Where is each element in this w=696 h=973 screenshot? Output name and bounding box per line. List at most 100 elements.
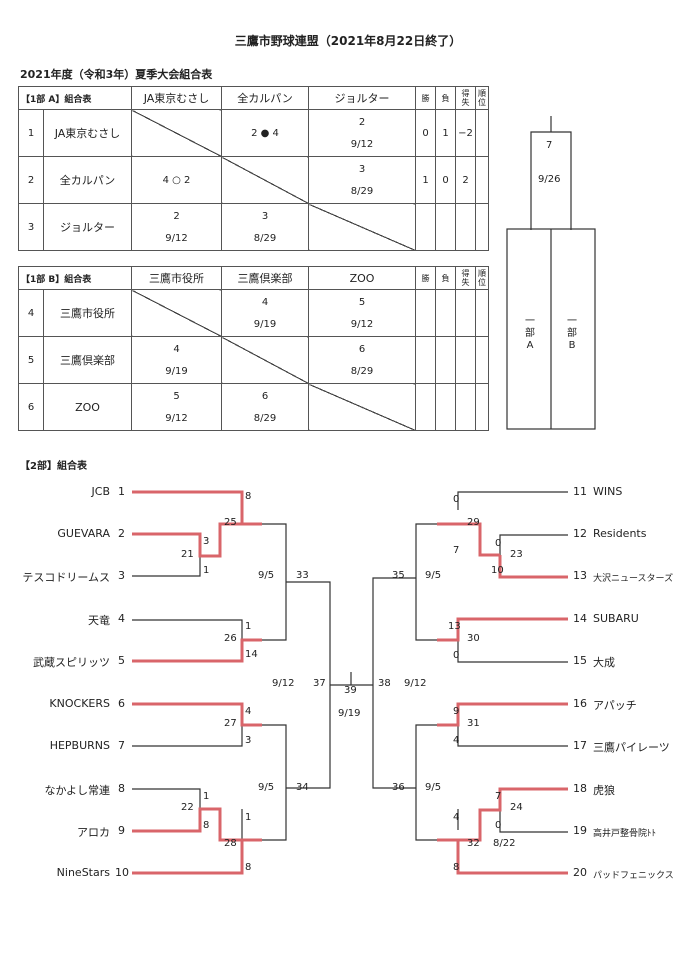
team-name: KNOCKERS: [49, 697, 110, 710]
game-date: 9/12: [272, 678, 295, 689]
score: 10: [491, 565, 504, 576]
score: 8: [245, 491, 252, 502]
team-seed: 10: [115, 866, 129, 879]
game-no: 38: [378, 678, 391, 689]
game-no: 21: [181, 549, 194, 560]
game-date: 9/19: [338, 708, 361, 719]
game-date: 8/22: [493, 838, 516, 849]
score: 7: [453, 545, 460, 556]
team-name: 武蔵スピリッツ: [33, 656, 110, 669]
row-team: ジョルター: [43, 203, 132, 251]
score: 1: [245, 621, 252, 632]
score: 0: [453, 650, 460, 661]
team-name: HEPBURNS: [49, 739, 110, 752]
game-no: 23: [510, 549, 523, 560]
game-date: 9/5: [425, 782, 442, 793]
game-no: 25: [224, 517, 237, 528]
team-seed: 2: [118, 527, 125, 540]
rank-cell: [475, 203, 489, 251]
game-no: 27: [224, 718, 237, 729]
team-name: パッドフェニックス: [593, 871, 674, 881]
game-date: 9/5: [258, 782, 275, 793]
game-no: 34: [296, 782, 309, 793]
game-no: 33: [296, 570, 309, 581]
team-name: 大成: [593, 656, 615, 669]
game-no: 35: [392, 570, 405, 581]
div1-final-game: 7: [546, 140, 553, 151]
team-seed: 7: [118, 739, 125, 752]
score: 3: [245, 735, 252, 746]
team-seed: 16: [573, 697, 587, 710]
team-name: SUBARU: [593, 612, 639, 625]
score: 3: [203, 536, 210, 547]
team-seed: 14: [573, 612, 587, 625]
score: 8: [203, 820, 210, 831]
row-team: 三鷹倶楽部: [42, 336, 133, 384]
team-name: 三鷹パイレーツ: [593, 741, 670, 754]
score: 13: [448, 621, 461, 632]
self-cell: [221, 156, 309, 204]
game-no: 37: [313, 678, 326, 689]
team-seed: 13: [573, 569, 587, 582]
game-no: 28: [224, 838, 237, 849]
team-name: 大沢ニュースターズ: [593, 574, 674, 584]
score: 7: [495, 791, 502, 802]
row-team: JA東京むさし: [43, 109, 132, 157]
row-team: 全カルパン: [43, 156, 132, 204]
page-title: 三鷹市野球連盟（2021年8月22日終了）: [234, 34, 462, 48]
game-no: 30: [467, 633, 480, 644]
rank-header: 順位: [475, 266, 490, 290]
team-name: アパッチ: [593, 699, 637, 712]
game-date: 9/5: [258, 570, 275, 581]
team-name: NineStars: [56, 866, 110, 879]
game-no: 32: [467, 838, 480, 849]
team-name: 天竜: [88, 614, 110, 627]
score: 8: [453, 862, 460, 873]
col-header: ジョルター: [308, 86, 416, 110]
team-seed: 9: [118, 824, 125, 837]
team-seed: 15: [573, 654, 587, 667]
row-no: 6: [18, 383, 44, 431]
score: 1: [203, 791, 210, 802]
rank-cell: [475, 383, 490, 431]
team-name: 虎狼: [593, 784, 615, 797]
score: 4: [453, 735, 460, 746]
team-seed: 3: [118, 569, 125, 582]
match-cell: 2 ● 4: [221, 109, 309, 157]
div2-header: 【2部】組合表: [20, 461, 87, 472]
row-team: ZOO: [42, 383, 133, 431]
league-a-table: 【1部 A】組合表 JA東京むさし 全カルパン ジョルター 勝 負 得失 順位 …: [18, 86, 489, 251]
score: 1: [203, 565, 210, 576]
team-name: なかよし常連: [44, 784, 110, 797]
game-no: 22: [181, 802, 194, 813]
team-seed: 12: [573, 527, 587, 540]
league-a-header: 【1部 A】組合表: [18, 86, 132, 110]
team-seed: 20: [573, 866, 587, 879]
team-name: 高井戸整骨院ﾄﾄ: [593, 829, 657, 839]
team-seed: 17: [573, 739, 587, 752]
game-no: 31: [467, 718, 480, 729]
score: 4: [453, 812, 460, 823]
game-date: 9/5: [425, 570, 442, 581]
team-seed: 5: [118, 654, 125, 667]
team-seed: 1: [118, 485, 125, 498]
game-no: 36: [392, 782, 405, 793]
team-seed: 4: [118, 612, 125, 625]
score: 0: [495, 820, 502, 831]
game-date: 9/12: [404, 678, 427, 689]
game-no: 26: [224, 633, 237, 644]
score: 1: [245, 812, 252, 823]
